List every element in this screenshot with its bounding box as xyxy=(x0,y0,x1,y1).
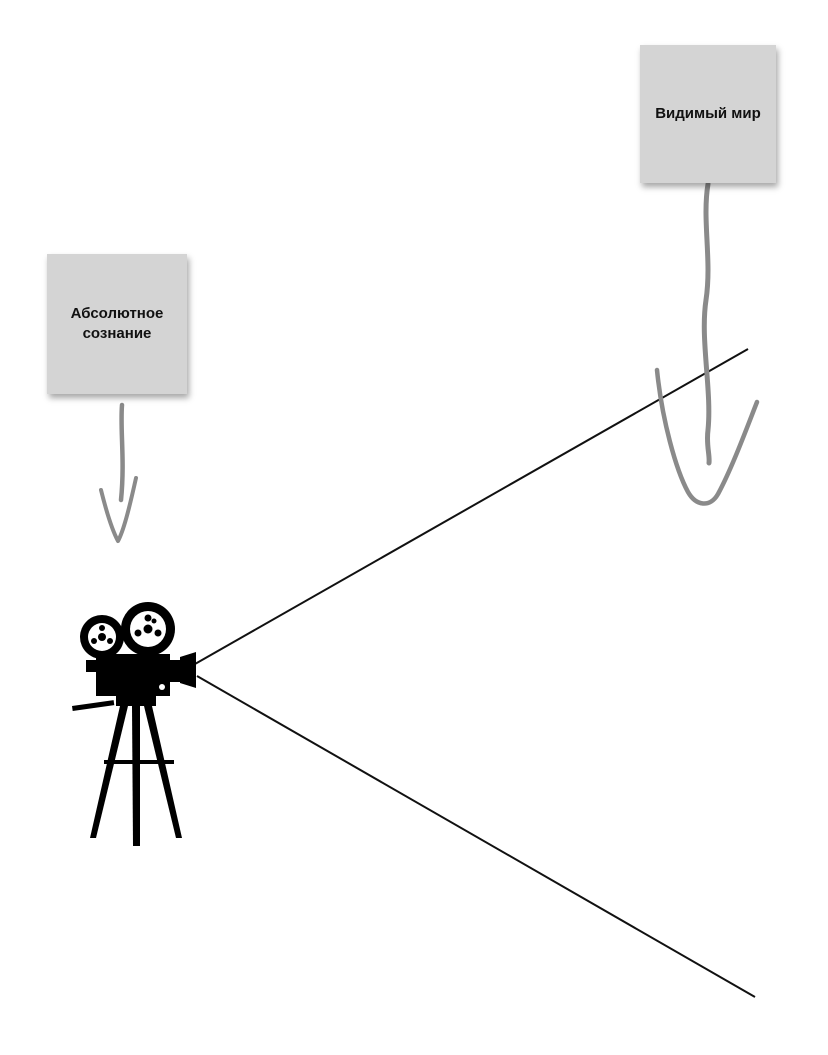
absolute-consciousness-note: Абсолютное сознание xyxy=(47,254,187,394)
visible-world-arrow-head xyxy=(654,367,760,506)
absolute-consciousness-arrow-head xyxy=(99,476,138,543)
visible-world-arrow-shaft xyxy=(701,181,712,466)
movie-camera-icon xyxy=(72,602,196,846)
absolute-consciousness-arrow xyxy=(99,402,138,543)
absolute-consciousness-label: Абсолютное сознание xyxy=(70,305,164,342)
absolute-consciousness-arrow-shaft xyxy=(118,402,125,503)
view-ray-upper xyxy=(194,348,749,665)
visible-world-arrow xyxy=(654,181,760,506)
visible-world-note: Видимый мир xyxy=(640,45,776,183)
view-ray-lower xyxy=(196,675,756,998)
visible-world-label: Видимый мир xyxy=(655,105,761,122)
